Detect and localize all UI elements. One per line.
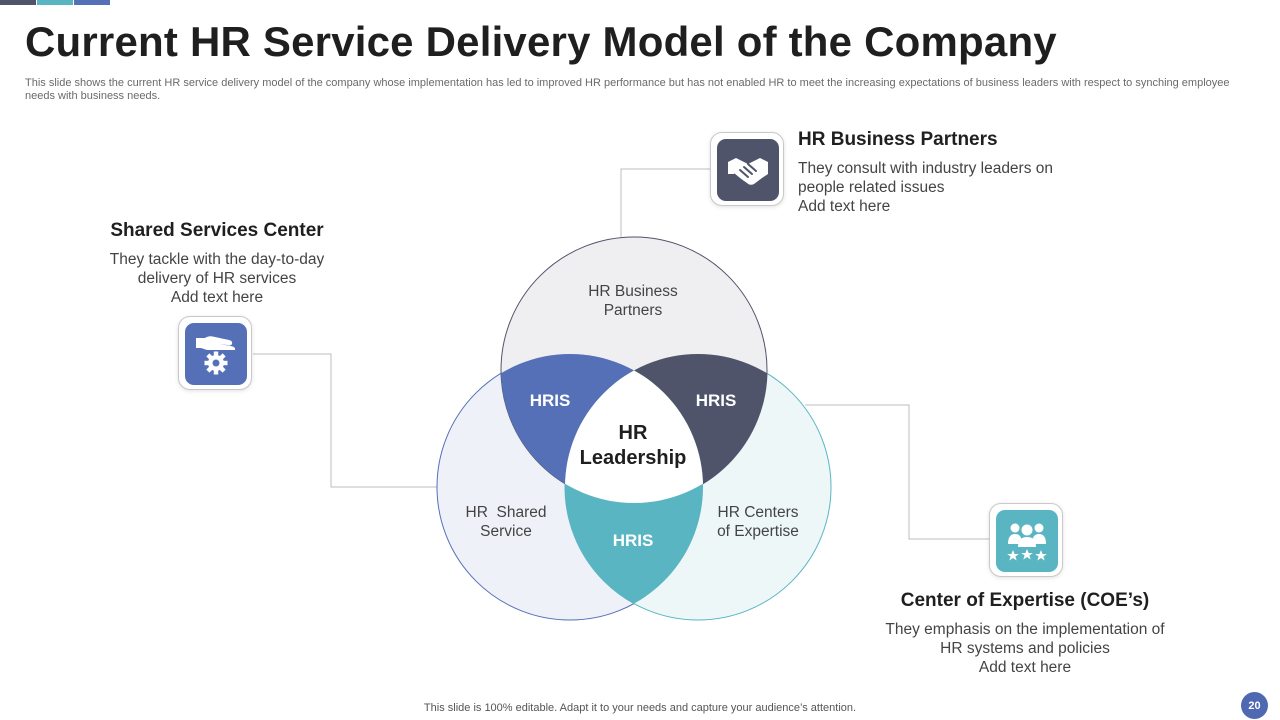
expertise-line-3: Add text here (978, 659, 1072, 676)
business-partners-heading: HR Business Partners (798, 129, 998, 150)
connector-shared-services (253, 353, 437, 488)
business-partners-line-2: people related issues (798, 179, 945, 196)
business-partners-line-3: Add text here (798, 198, 891, 215)
team-stars-icon (1007, 523, 1047, 561)
business-partners-callout: HR Business Partners They consult with i… (798, 129, 1098, 216)
expertise-callout: Center of Expertise (COE’s) They emphasi… (865, 590, 1185, 677)
accent-tab-blue (74, 0, 110, 5)
shared-services-text: They tackle with the day-to-day delivery… (77, 250, 357, 307)
venn-top-label-2: Partners (604, 302, 663, 319)
page-subtitle: This slide shows the current HR service … (25, 77, 1230, 102)
page-number-badge: 20 (1241, 692, 1268, 719)
business-partners-line-1: They consult with industry leaders on (798, 160, 1054, 177)
venn-right-label-1: HR Centers (718, 504, 799, 521)
connector-business-partners (620, 168, 711, 237)
venn-overlap-right-label: HRIS (696, 391, 737, 410)
venn-left-label-1: HR Shared (466, 504, 547, 521)
business-partners-text: They consult with industry leaders on pe… (798, 159, 1098, 216)
hand-gear-icon (196, 336, 236, 375)
expertise-line-1: They emphasis on the implementation of (885, 621, 1165, 638)
expertise-heading: Center of Expertise (COE’s) (900, 590, 1150, 611)
venn-right-label-2: of Expertise (717, 523, 799, 540)
venn-center-label-1: HR (619, 422, 648, 444)
shared-services-callout: Shared Services Center They tackle with … (77, 220, 357, 307)
venn-overlap-left-label: HRIS (530, 391, 571, 410)
page-title: Current HR Service Delivery Model of the… (25, 18, 1057, 65)
venn-left-label-2: Service (480, 523, 532, 540)
venn-center-label-2: Leadership (580, 447, 687, 469)
footer-note: This slide is 100% editable. Adapt it to… (423, 702, 857, 714)
accent-tab-teal (37, 0, 73, 5)
shared-services-icon-box (178, 316, 252, 390)
venn-overlap-bottom-label: HRIS (613, 531, 654, 550)
shared-services-line-1: They tackle with the day-to-day (109, 251, 325, 268)
expertise-icon-box (989, 503, 1063, 577)
venn-top-label-1: HR Business (588, 283, 678, 300)
shared-services-heading: Shared Services Center (110, 220, 324, 241)
expertise-text: They emphasis on the implementation of H… (865, 620, 1185, 677)
connector-expertise (805, 404, 989, 540)
accent-tab-navy (0, 0, 36, 5)
business-partners-icon-box (710, 132, 784, 206)
expertise-line-2: HR systems and policies (940, 640, 1110, 657)
shared-services-line-3: Add text here (170, 289, 264, 306)
shared-services-line-2: delivery of HR services (137, 270, 297, 287)
handshake-icon (728, 158, 768, 185)
